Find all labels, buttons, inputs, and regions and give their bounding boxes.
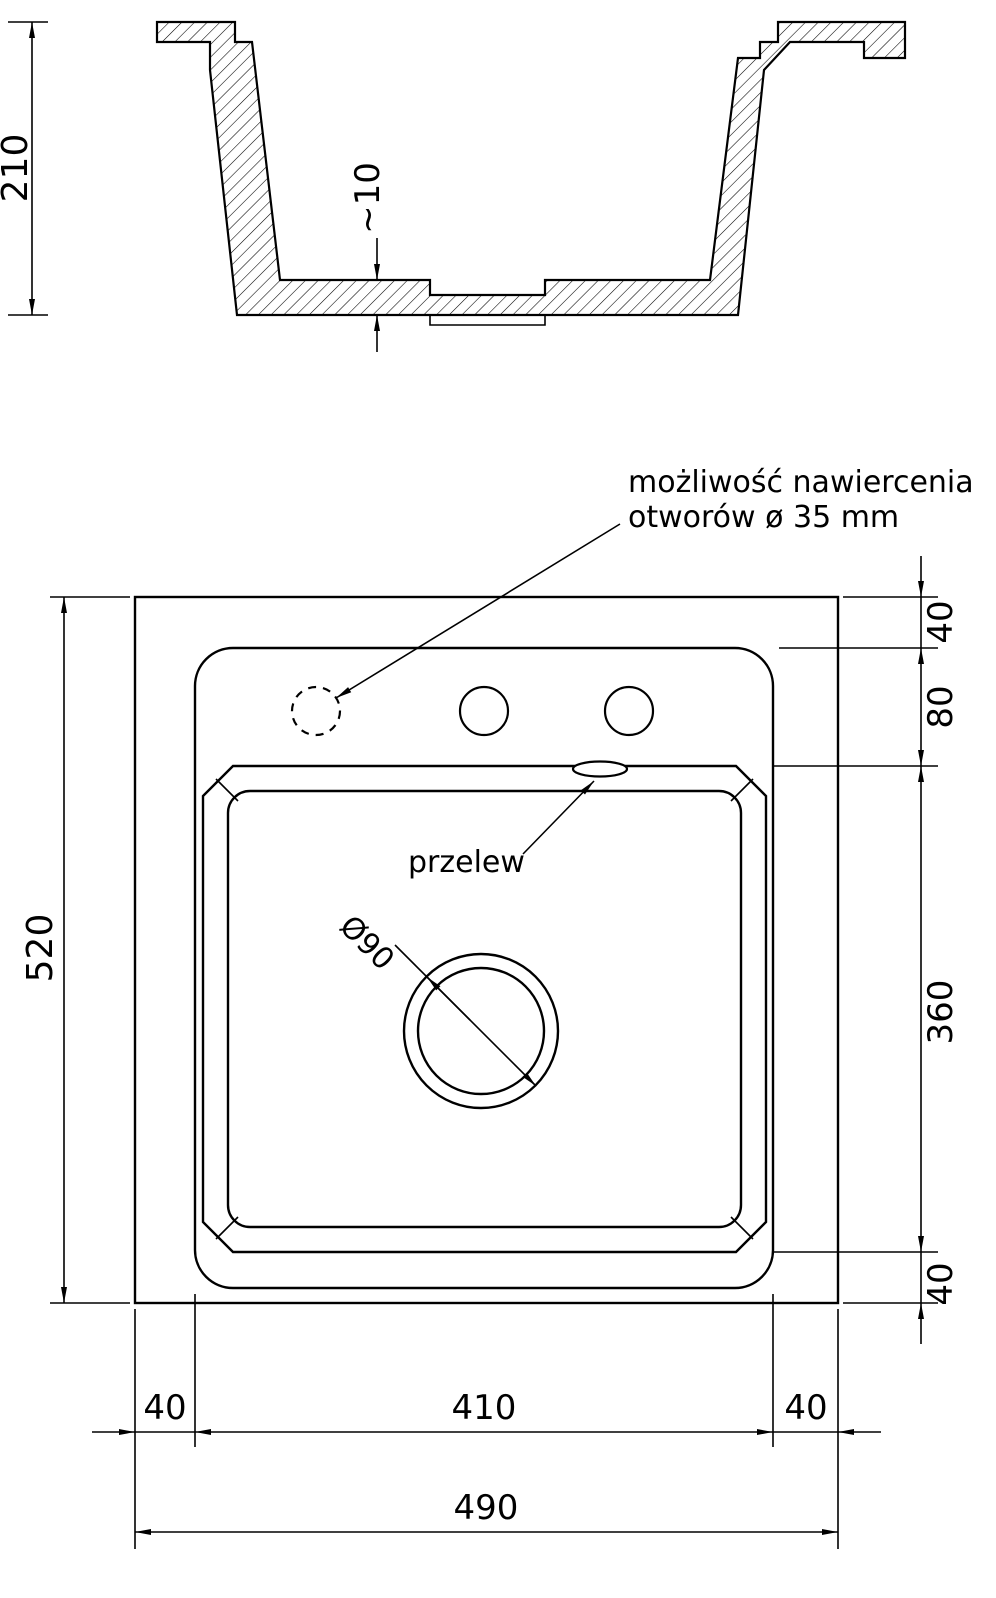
depth-dimension-label: 210	[0, 134, 36, 203]
bowl-outer-rim	[201, 764, 768, 1254]
total-height-dimension: 520	[20, 596, 130, 1304]
depth-dimension: 210	[0, 21, 48, 316]
drilling-note: możliwość nawiercenia otworów ø 35 mm	[335, 465, 974, 699]
bottom-margin-label: 40	[921, 1262, 961, 1305]
overflow-callout: przelew	[408, 780, 595, 880]
sink-outer-outline	[133, 595, 840, 1305]
drillable-hole-dashed	[290, 685, 342, 737]
bowl-corner-line	[730, 1216, 754, 1240]
drilling-note-line1: możliwość nawiercenia	[628, 465, 974, 500]
overflow-slot	[571, 760, 629, 778]
overflow-label: przelew	[408, 845, 525, 880]
sink-cross-section-profile	[155, 20, 907, 317]
section-view: 210 ~10	[0, 20, 907, 352]
bottom-thickness-label: ~10	[348, 162, 388, 234]
sink-deck-inner-edge	[193, 646, 775, 1290]
right-margin-label: 40	[784, 1388, 827, 1428]
total-width-label: 490	[454, 1488, 519, 1528]
left-margin-label: 40	[143, 1388, 186, 1428]
bowl-corner-line	[215, 778, 239, 802]
drain-boss-outline	[429, 315, 546, 326]
bowl-width-label: 410	[452, 1388, 517, 1428]
faucet-hole	[603, 685, 655, 737]
drilling-note-line2: otworów ø 35 mm	[628, 500, 899, 535]
drilling-note-leader-line	[335, 523, 621, 699]
drain-outer-circle	[402, 952, 560, 1110]
plan-view: Ø90 przelew możliwość nawiercenia otworó…	[20, 465, 974, 1549]
top-margin-label: 40	[921, 600, 961, 643]
total-width-dimension: 490	[135, 1488, 838, 1535]
bowl-corner-line	[730, 778, 754, 802]
right-dimension-chain: 40 80 360 40	[772, 556, 961, 1344]
drain-diameter-label: Ø90	[332, 909, 400, 977]
drain-diameter-callout: Ø90	[332, 909, 537, 1087]
bowl-corner-line	[215, 1216, 239, 1240]
faucet-hole	[458, 685, 510, 737]
bowl-inner-rim	[226, 789, 743, 1229]
bottom-dimension-chain: 40 410 40	[92, 1294, 881, 1549]
total-height-label: 520	[20, 914, 61, 983]
diameter-arrow-line	[426, 976, 471, 1021]
overflow-leader-line	[522, 780, 595, 855]
bottom-thickness-dimension: ~10	[348, 162, 388, 352]
drain-inner-circle	[416, 966, 546, 1096]
bowl-height-label: 360	[921, 980, 961, 1045]
deck-height-label: 80	[921, 685, 961, 728]
